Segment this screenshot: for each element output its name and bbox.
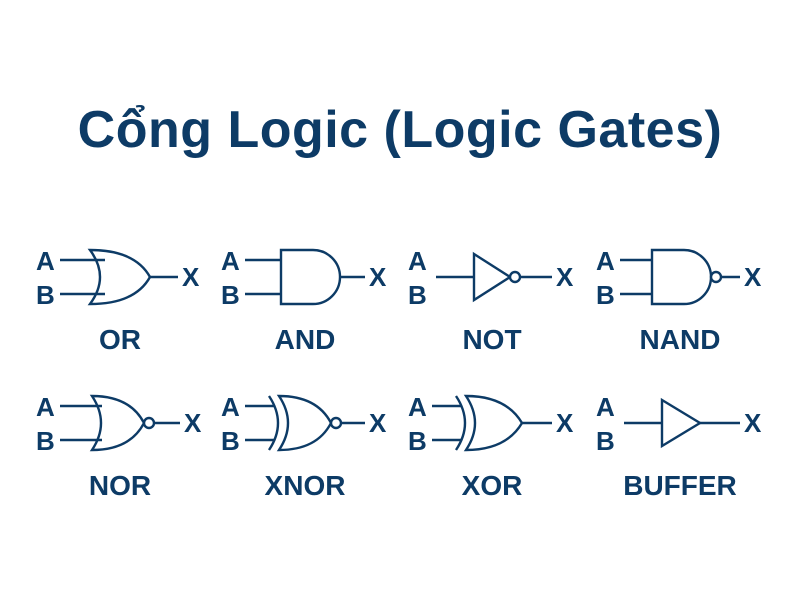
input-a-label: A <box>221 246 240 276</box>
output-x-label: X <box>556 408 574 438</box>
gate-and: A B X AND <box>215 240 395 360</box>
input-a-label: A <box>596 392 615 422</box>
page-title: Cổng Logic (Logic Gates) <box>77 101 723 159</box>
input-b-label: B <box>221 426 240 456</box>
gate-label-not: NOT <box>462 324 522 355</box>
gate-label-buffer: BUFFER <box>623 470 737 501</box>
input-b-label: B <box>36 280 55 310</box>
input-b-label: B <box>596 426 615 456</box>
input-a-label: A <box>221 392 240 422</box>
input-a-label: A <box>408 392 427 422</box>
gate-label-and: AND <box>274 324 336 355</box>
input-a-label: A <box>596 246 615 276</box>
xor-gate-symbol: A B X <box>408 392 574 456</box>
gate-label-xnor: XNOR <box>264 470 346 501</box>
gate-nand: A B X NAND <box>590 240 770 360</box>
output-x-label: X <box>744 262 762 292</box>
input-a-label: A <box>36 246 55 276</box>
gate-label-nand: NAND <box>639 324 721 355</box>
gate-or: A B X OR <box>30 240 210 360</box>
gate-label-nor: NOR <box>88 470 152 501</box>
output-x-label: X <box>369 262 387 292</box>
input-b-label: B <box>36 426 55 456</box>
or-gate-symbol: A B X <box>36 246 200 310</box>
and-gate-symbol: A B X <box>221 246 387 310</box>
gate-xnor: A B X XNOR <box>215 386 395 506</box>
gate-not: A B X NOT <box>402 240 582 360</box>
output-x-label: X <box>556 262 574 292</box>
xnor-gate-symbol: A B X <box>221 392 387 456</box>
gate-buffer: A B X BUFFER <box>590 386 770 506</box>
gate-nor: A B X NOR <box>30 386 210 506</box>
gate-xor: A B X XOR <box>402 386 582 506</box>
nand-gate-symbol: A B X <box>596 246 762 310</box>
output-x-label: X <box>369 408 387 438</box>
input-b-label: B <box>408 426 427 456</box>
not-gate-symbol: A B X <box>408 246 574 310</box>
input-a-label: A <box>36 392 55 422</box>
input-b-label: B <box>408 280 427 310</box>
nor-gate-symbol: A B X <box>36 392 202 456</box>
gate-label-or: OR <box>99 324 141 355</box>
input-b-label: B <box>221 280 240 310</box>
output-x-label: X <box>182 262 200 292</box>
output-x-label: X <box>184 408 202 438</box>
buffer-gate-symbol: A B X <box>596 392 762 456</box>
output-x-label: X <box>744 408 762 438</box>
gate-label-xor: XOR <box>461 470 523 501</box>
input-a-label: A <box>408 246 427 276</box>
input-b-label: B <box>596 280 615 310</box>
